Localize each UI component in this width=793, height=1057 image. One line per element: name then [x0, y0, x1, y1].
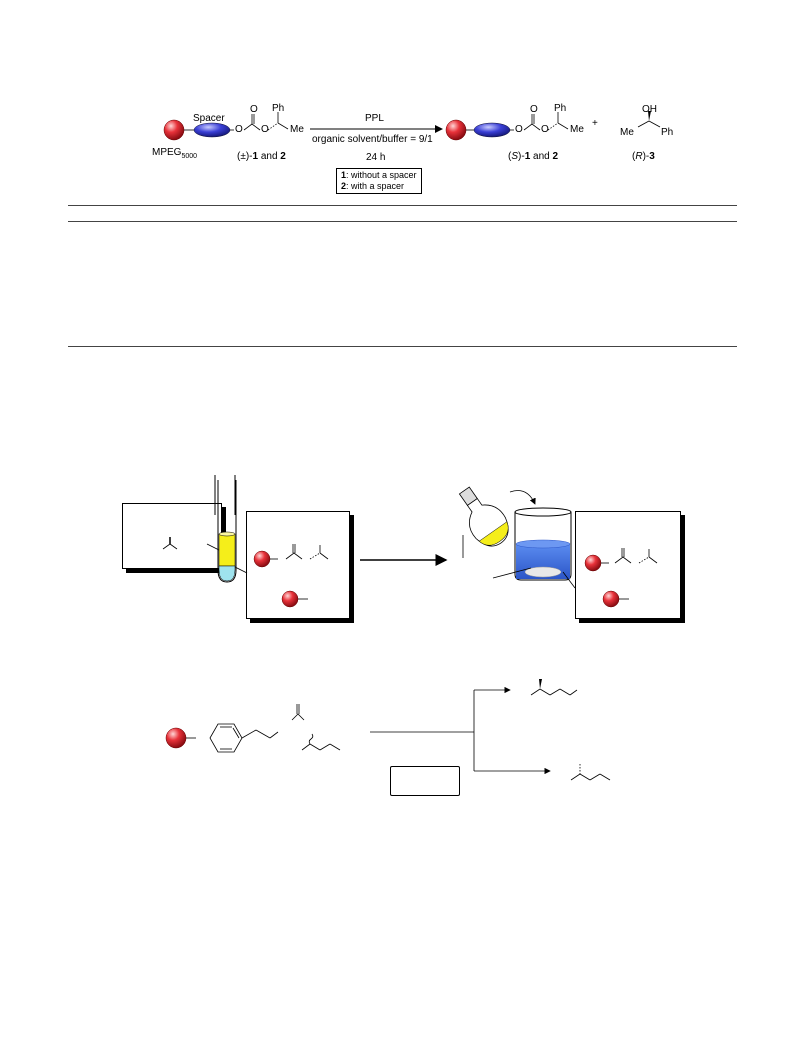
product-o-carbonyl: O [530, 104, 538, 115]
alcohol-oh: OH [642, 104, 657, 115]
carbonate-o2: O [261, 124, 269, 135]
note-2: 2: with a spacer [341, 181, 405, 191]
solvent-label: organic solvent/buffer = 9/1 [312, 134, 433, 145]
polymer-sphere-icon [165, 727, 187, 749]
mixture-right-contents [584, 548, 658, 608]
substrate-caption: (±)-1 and 2 [237, 151, 286, 162]
spacer-note-box: 1: without a spacer 2: with a spacer [336, 168, 422, 194]
polymer-sphere-icon [253, 550, 271, 568]
reaction-arrow [310, 125, 443, 133]
alcohol-ph: Ph [661, 127, 674, 138]
product-o1: O [515, 124, 523, 135]
product-ph: Ph [554, 103, 567, 114]
polymer-sphere-icon [281, 590, 299, 608]
mixture-left-contents [253, 544, 329, 608]
condition-box [390, 766, 460, 796]
lower-product-structure [570, 764, 611, 781]
upper-product-structure [530, 679, 578, 696]
alcohol-me: Me [620, 127, 634, 138]
table-bottom-rule [68, 346, 737, 347]
spacer-label: Spacer [193, 113, 225, 124]
substrate-me: Me [290, 124, 304, 135]
carbonate-o1: O [235, 124, 243, 135]
substrate-structure [163, 112, 289, 141]
process-arrow [360, 554, 448, 566]
spacer-ellipse-icon [193, 122, 231, 138]
time-label: 24 h [366, 152, 386, 163]
support-label: MPEG5000 [152, 147, 198, 160]
enzyme-label: PPL [365, 113, 384, 124]
table-header-rule [68, 221, 737, 222]
polymer-sphere-icon [163, 119, 185, 141]
spacer-ellipse-icon [473, 122, 511, 138]
note-1: 1: without a spacer [341, 170, 417, 180]
branch-arrows [370, 686, 551, 775]
solvent-structure-icon [162, 537, 178, 550]
product-o2: O [541, 124, 549, 135]
flask-icon [458, 486, 536, 558]
table-top-rule [68, 205, 737, 206]
polymer-sphere-icon [602, 590, 620, 608]
polymer-sphere-icon [584, 554, 602, 572]
product-s-caption: (S)-1 and 2 [508, 151, 559, 162]
product-r-caption: (R)-3 [632, 151, 655, 162]
supported-substrate-structure [165, 704, 341, 753]
product-s-structure [445, 112, 569, 141]
carbonate-o-carbonyl: O [250, 104, 258, 115]
product-r-alcohol-structure [637, 111, 661, 128]
product-me: Me [570, 124, 584, 135]
substrate-ph: Ph [272, 103, 285, 114]
beaker-icon [492, 507, 576, 589]
test-tube-icon [206, 475, 248, 583]
plus-sign: + [592, 118, 598, 129]
polymer-sphere-icon [445, 119, 467, 141]
